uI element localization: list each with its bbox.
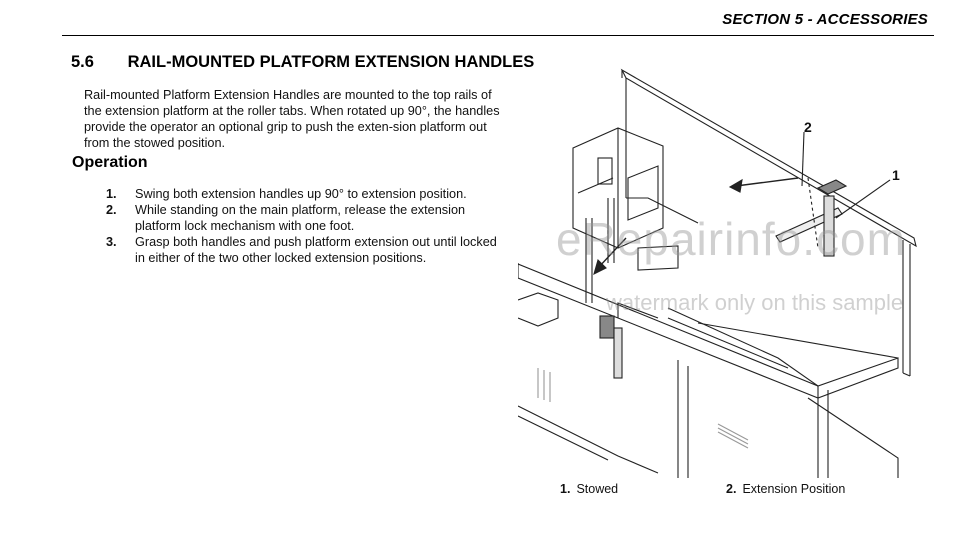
header-rule [62,35,934,36]
section-title-text: RAIL-MOUNTED PLATFORM EXTENSION HANDLES [127,53,535,71]
callout-leader-1 [835,179,891,219]
step-item: 1. Swing both extension handles up 90° t… [106,186,506,202]
legend-number: 2. [726,482,737,496]
platform-illustration: 1 2 [518,68,917,478]
motion-arrow [597,237,627,269]
legend-number: 1. [560,482,571,496]
intro-paragraph: Rail-mounted Platform Extension Handles … [84,88,500,150]
handle-stowed-left [599,302,659,379]
figure-legend-item-stowed: 1. Stowed [560,482,618,496]
section-number: 5.6 [71,53,94,71]
motion-arrow [735,177,799,187]
step-text: Swing both extension handles up 90° to e… [135,187,467,201]
operation-heading: Operation [72,154,148,171]
section-title: 5.6 RAIL-MOUNTED PLATFORM EXTENSION HAND… [71,53,534,72]
step-text: Grasp both handles and push platform ext… [135,235,497,265]
step-text: While standing on the main platform, rel… [135,203,466,233]
handle-extension-right [775,177,848,257]
callout-1: 1 [892,167,900,183]
step-item: 2. While standing on the main platform, … [106,202,506,234]
step-number: 3. [106,235,117,249]
legend-label: Extension Position [742,482,846,496]
lower-rail [677,360,689,478]
operation-steps: 1. Swing both extension handles up 90° t… [106,186,506,266]
step-number: 2. [106,203,117,217]
right-post [902,240,911,376]
top-rail [620,68,917,248]
mid-rail [518,263,899,399]
step-item: 3. Grasp both handles and push platform … [106,234,506,266]
section-header: SECTION 5 - ACCESSORIES [722,11,928,28]
callout-leader-2 [801,131,805,187]
step-number: 1. [106,187,117,201]
control-box [572,127,679,303]
callout-2: 2 [804,119,812,135]
legend-label: Stowed [576,482,619,496]
figure-legend-item-extension: 2. Extension Position [726,482,845,496]
